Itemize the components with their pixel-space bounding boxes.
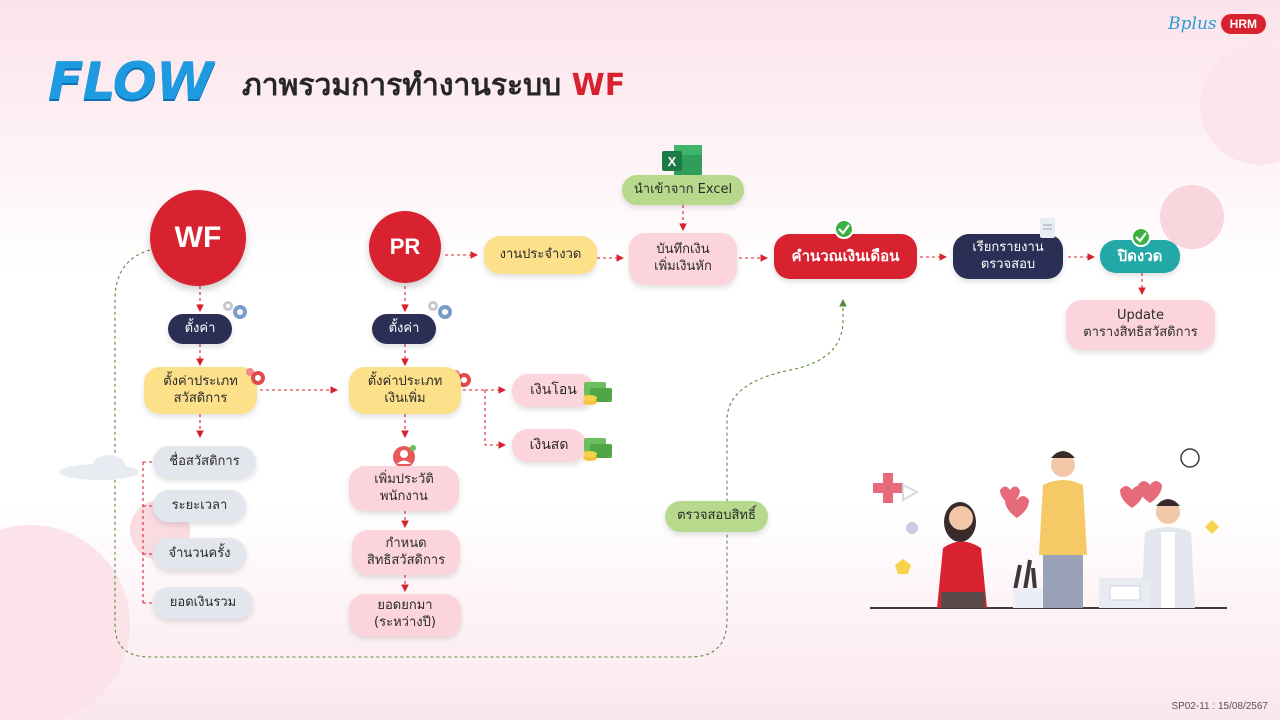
brand-badge: HRM: [1220, 14, 1266, 34]
wf-field-welfare-name[interactable]: ชื่อสวัสดิการ: [153, 446, 256, 478]
document-code: SP02-11 : 15/08/2567: [1171, 701, 1268, 712]
pr-circle[interactable]: PR: [369, 211, 441, 283]
gear-icon: [428, 301, 452, 319]
user-add-icon: [393, 445, 416, 468]
check-icon: [1131, 227, 1151, 247]
report-check-node[interactable]: เรียกรายงาน ตรวจสอบ: [953, 234, 1063, 279]
update-welfare-table-node[interactable]: Update ตารางสิทธิสวัสดิการ: [1066, 300, 1215, 350]
carry-forward-node[interactable]: ยอดยกมา (ระหว่างปี): [349, 594, 461, 636]
check-icon: [834, 219, 854, 239]
wf-field-count[interactable]: จำนวนครั้ง: [153, 538, 246, 570]
pr-setup-button[interactable]: ตั้งค่า: [372, 314, 436, 344]
period-work-node[interactable]: งานประจำงวด: [484, 236, 597, 274]
record-income-node[interactable]: บันทึกเงิน เพิ่มเงินหัก: [629, 233, 737, 285]
document-icon: [1040, 218, 1055, 238]
wf-welfare-type-node[interactable]: ตั้งค่าประเภท สวัสดิการ: [144, 367, 257, 414]
pr-income-type-node[interactable]: ตั้งค่าประเภท เงินเพิ่ม: [349, 367, 461, 414]
wf-circle[interactable]: WF: [150, 190, 246, 286]
wf-field-total-amount[interactable]: ยอดเงินรวม: [153, 587, 253, 619]
money-icon: [583, 438, 612, 461]
brand-name: Bplus: [1168, 14, 1217, 34]
brand-logo: Bplus HRM: [1168, 14, 1266, 34]
wf-field-duration[interactable]: ระยะเวลา: [153, 490, 246, 522]
transfer-node[interactable]: เงินโอน: [512, 374, 595, 407]
team-illustration: [870, 448, 1227, 609]
define-welfare-rights-node[interactable]: กำหนด สิทธิสวัสดิการ: [352, 530, 460, 575]
page-title: ภาพรวมการทำงานระบบ WF: [242, 62, 625, 109]
red-gear-icon: [246, 368, 265, 385]
page-title-accent: WF: [571, 68, 626, 103]
money-icon: [583, 382, 612, 405]
svg-text:X: X: [668, 154, 677, 169]
check-rights-node[interactable]: ตรวจสอบสิทธิ์: [665, 501, 768, 532]
excel-icon: X: [662, 145, 702, 177]
page-title-main: ภาพรวมการทำงานระบบ: [242, 68, 562, 103]
gear-icon: [223, 301, 247, 319]
add-employee-history-node[interactable]: เพิ่มประวัติ พนักงาน: [349, 466, 459, 511]
cash-node[interactable]: เงินสด: [512, 429, 586, 462]
flow-logo: FLOW: [48, 52, 213, 112]
cloud-icon: [59, 455, 139, 480]
wf-setup-button[interactable]: ตั้งค่า: [168, 314, 232, 344]
import-excel-node[interactable]: นำเข้าจาก Excel: [622, 175, 744, 205]
calculate-salary-node[interactable]: คำนวณเงินเดือน: [774, 234, 917, 279]
